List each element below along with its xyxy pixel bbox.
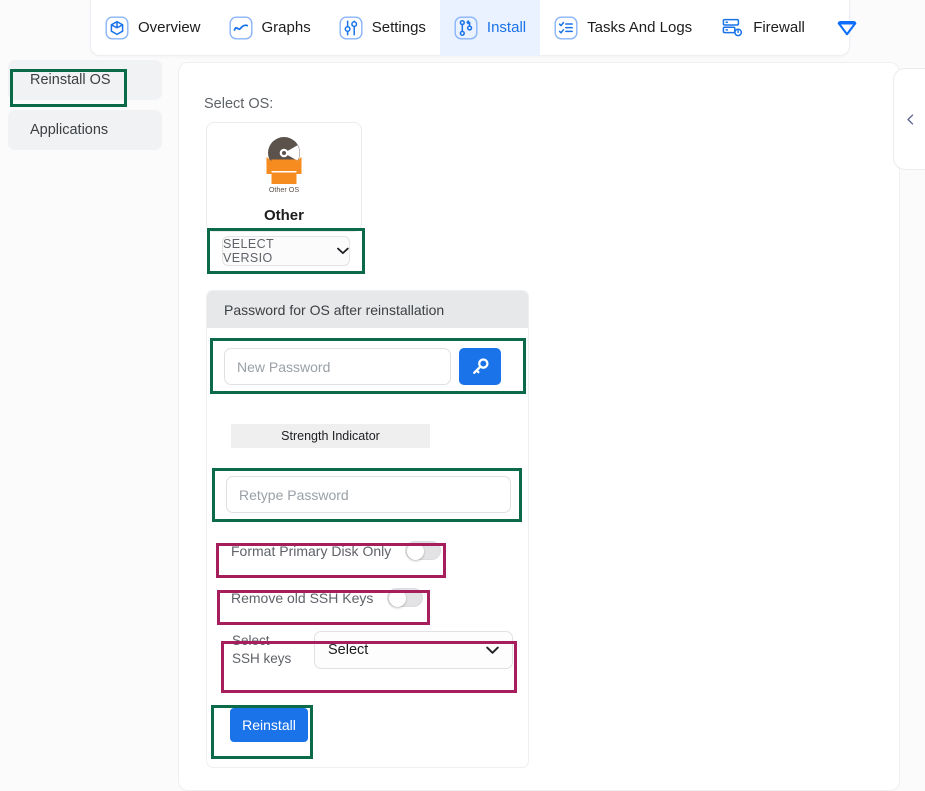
chevron-down-icon bbox=[486, 646, 499, 654]
os-card-name: Other bbox=[263, 207, 304, 224]
select-ssh-keys-value: Select bbox=[328, 642, 369, 658]
tab-graphs[interactable]: Graphs bbox=[215, 0, 325, 56]
password-strength-indicator: Strength Indicator bbox=[231, 424, 430, 448]
top-navigation-bar: Overview Graphs Settings bbox=[90, 0, 857, 56]
sidebar-item-reinstall-os-label: Reinstall OS bbox=[30, 72, 111, 88]
panel-collapse-handle[interactable] bbox=[893, 68, 925, 170]
chevron-down-icon bbox=[337, 247, 349, 255]
sidebar-item-applications[interactable]: Applications bbox=[8, 110, 162, 150]
tab-tasks-and-logs-label: Tasks And Logs bbox=[587, 19, 693, 36]
chevron-left-icon bbox=[906, 113, 913, 125]
format-primary-disk-label: Format Primary Disk Only bbox=[231, 542, 392, 559]
other-os-icon-caption: Other OS bbox=[269, 185, 300, 194]
server-icon bbox=[722, 18, 743, 36]
shield-icon bbox=[837, 20, 857, 35]
tab-graphs-label: Graphs bbox=[261, 19, 311, 36]
toggle-knob bbox=[389, 590, 407, 607]
password-card-header: Password for OS after reinstallation bbox=[207, 291, 528, 328]
select-ssh-keys-row: Select SSH keys Select bbox=[232, 631, 513, 669]
generate-password-button[interactable] bbox=[459, 348, 501, 385]
select-ssh-keys-dropdown[interactable]: Select bbox=[314, 631, 513, 669]
tab-firewall-label: Firewall bbox=[753, 19, 805, 36]
sidebar-item-reinstall-os[interactable]: Reinstall OS bbox=[8, 60, 162, 100]
new-password-input[interactable] bbox=[224, 348, 451, 385]
select-ssh-keys-label-line2: SSH keys bbox=[232, 651, 292, 666]
select-ssh-keys-label: Select SSH keys bbox=[232, 632, 302, 668]
key-icon bbox=[473, 357, 489, 374]
sidebar: Reinstall OS Applications bbox=[0, 60, 170, 160]
toggle-knob bbox=[407, 543, 425, 560]
select-os-label: Select OS: bbox=[204, 96, 274, 112]
tab-settings[interactable]: Settings bbox=[325, 0, 440, 56]
tab-shield[interactable] bbox=[819, 0, 875, 56]
os-card-other[interactable]: Other OS Other bbox=[206, 122, 362, 232]
tab-firewall[interactable]: Firewall bbox=[706, 0, 819, 56]
tab-settings-label: Settings bbox=[371, 19, 426, 36]
cube-icon bbox=[105, 16, 129, 40]
remove-old-ssh-keys-toggle[interactable] bbox=[387, 588, 424, 607]
tab-tasks-and-logs[interactable]: Tasks And Logs bbox=[540, 0, 706, 56]
graph-icon bbox=[229, 16, 253, 40]
password-card: Password for OS after reinstallation Str… bbox=[206, 290, 529, 768]
select-ssh-keys-label-line1: Select bbox=[232, 633, 270, 648]
password-strength-indicator-label: Strength Indicator bbox=[281, 429, 380, 443]
tab-install[interactable]: Install bbox=[439, 0, 541, 56]
os-version-select[interactable]: SELECT VERSIO bbox=[222, 236, 350, 266]
tab-overview[interactable]: Overview bbox=[91, 0, 215, 56]
retype-password-input[interactable] bbox=[226, 476, 511, 513]
install-icon bbox=[454, 16, 478, 40]
os-version-select-label: SELECT VERSIO bbox=[223, 237, 274, 265]
remove-old-ssh-keys-row: Remove old SSH Keys bbox=[231, 588, 424, 607]
format-primary-disk-row: Format Primary Disk Only bbox=[231, 541, 442, 560]
tab-overview-label: Overview bbox=[138, 19, 201, 36]
retype-password-row bbox=[226, 476, 511, 513]
sliders-icon bbox=[339, 16, 363, 40]
new-password-row bbox=[224, 348, 501, 385]
reinstall-button[interactable]: Reinstall bbox=[230, 708, 308, 742]
sidebar-item-applications-label: Applications bbox=[30, 122, 109, 138]
other-os-box-icon: Other OS bbox=[251, 134, 317, 201]
tab-install-label: Install bbox=[486, 19, 527, 36]
format-primary-disk-toggle[interactable] bbox=[405, 541, 442, 560]
remove-old-ssh-keys-label: Remove old SSH Keys bbox=[231, 589, 374, 606]
checklist-icon bbox=[554, 16, 578, 40]
